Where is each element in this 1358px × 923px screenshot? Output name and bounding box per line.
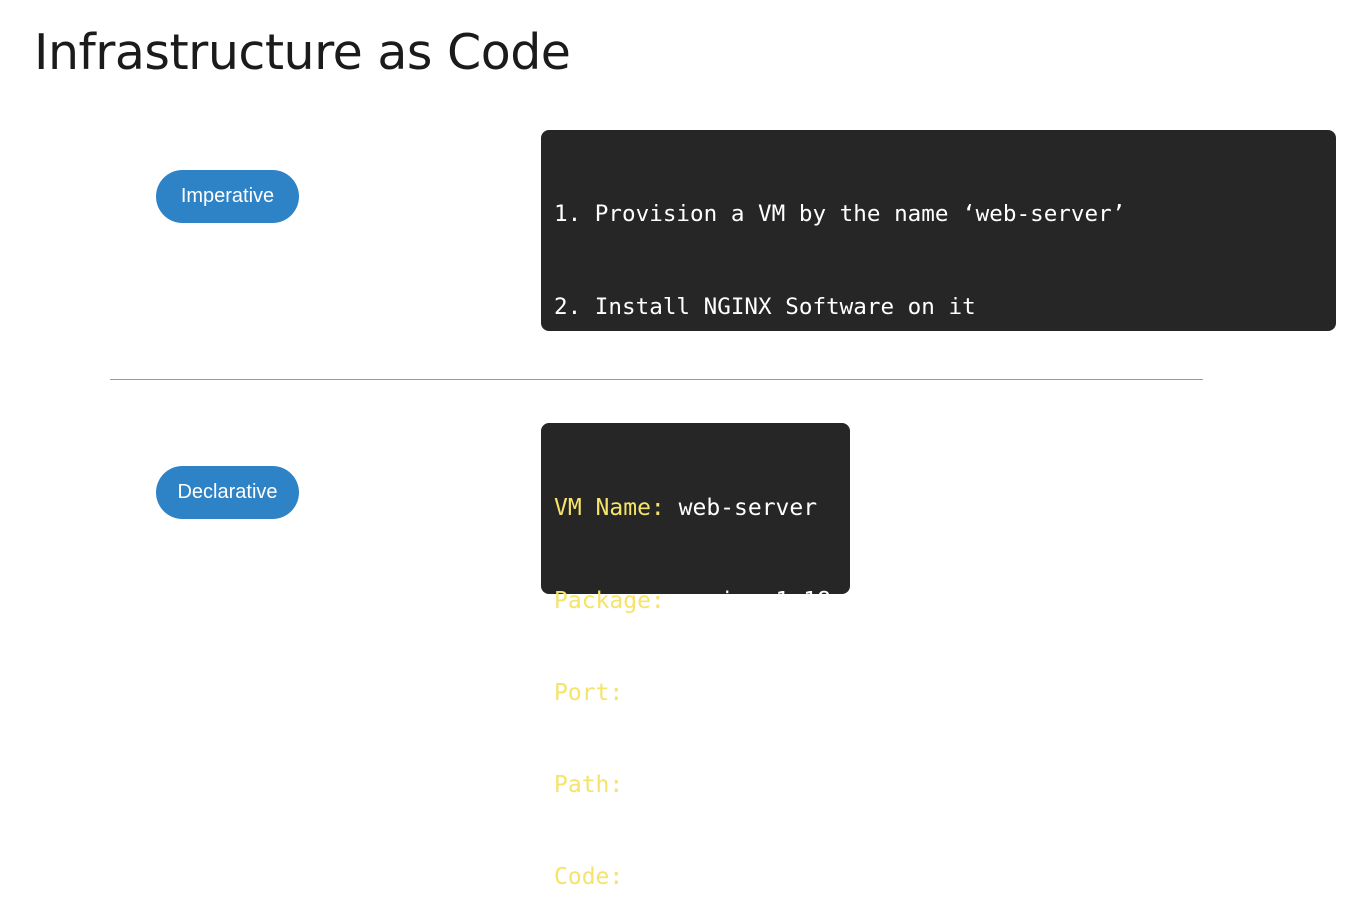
declarative-key: Path:: [554, 771, 624, 798]
declarative-key: Port:: [554, 679, 624, 706]
declarative-label: Declarative: [156, 466, 299, 519]
declarative-value: nginx:1.18: [664, 587, 831, 614]
declarative-label-text: Declarative: [177, 481, 278, 503]
section-divider: [110, 379, 1203, 380]
declarative-entry: Code: GIT Repo - X: [554, 862, 850, 893]
imperative-label: Imperative: [156, 170, 299, 223]
slide-title: Infrastructure as Code: [34, 24, 571, 81]
imperative-step: 2. Install NGINX Software on it: [554, 293, 976, 320]
imperative-code-block: 1. Provision a VM by the name ‘web-serve…: [541, 130, 1336, 688]
declarative-value: GIT Repo - X: [623, 863, 804, 890]
declarative-entry: VM Name: web-server: [554, 493, 850, 524]
imperative-step: 6. Start NGINX server: [554, 661, 840, 688]
imperative-label-text: Imperative: [180, 185, 275, 207]
declarative-value: /var/www/nginx: [623, 771, 831, 798]
declarative-key: Code:: [554, 863, 624, 890]
declarative-key: VM Name:: [554, 495, 665, 522]
declarative-code-block: VM Name: web-server Package: nginx:1.18 …: [541, 423, 850, 890]
declarative-key: Package:: [554, 587, 665, 614]
declarative-value: 8080: [623, 679, 693, 706]
declarative-value: web-server: [664, 495, 818, 522]
declarative-entry: Port: 8080: [554, 678, 850, 709]
imperative-step: 1. Provision a VM by the name ‘web-serve…: [554, 201, 1126, 228]
imperative-step: 3. Edit configuration file to use port ‘…: [554, 385, 1167, 412]
declarative-entry: Path: /var/www/nginx: [554, 770, 850, 801]
declarative-entry: Package: nginx:1.18: [554, 586, 850, 617]
